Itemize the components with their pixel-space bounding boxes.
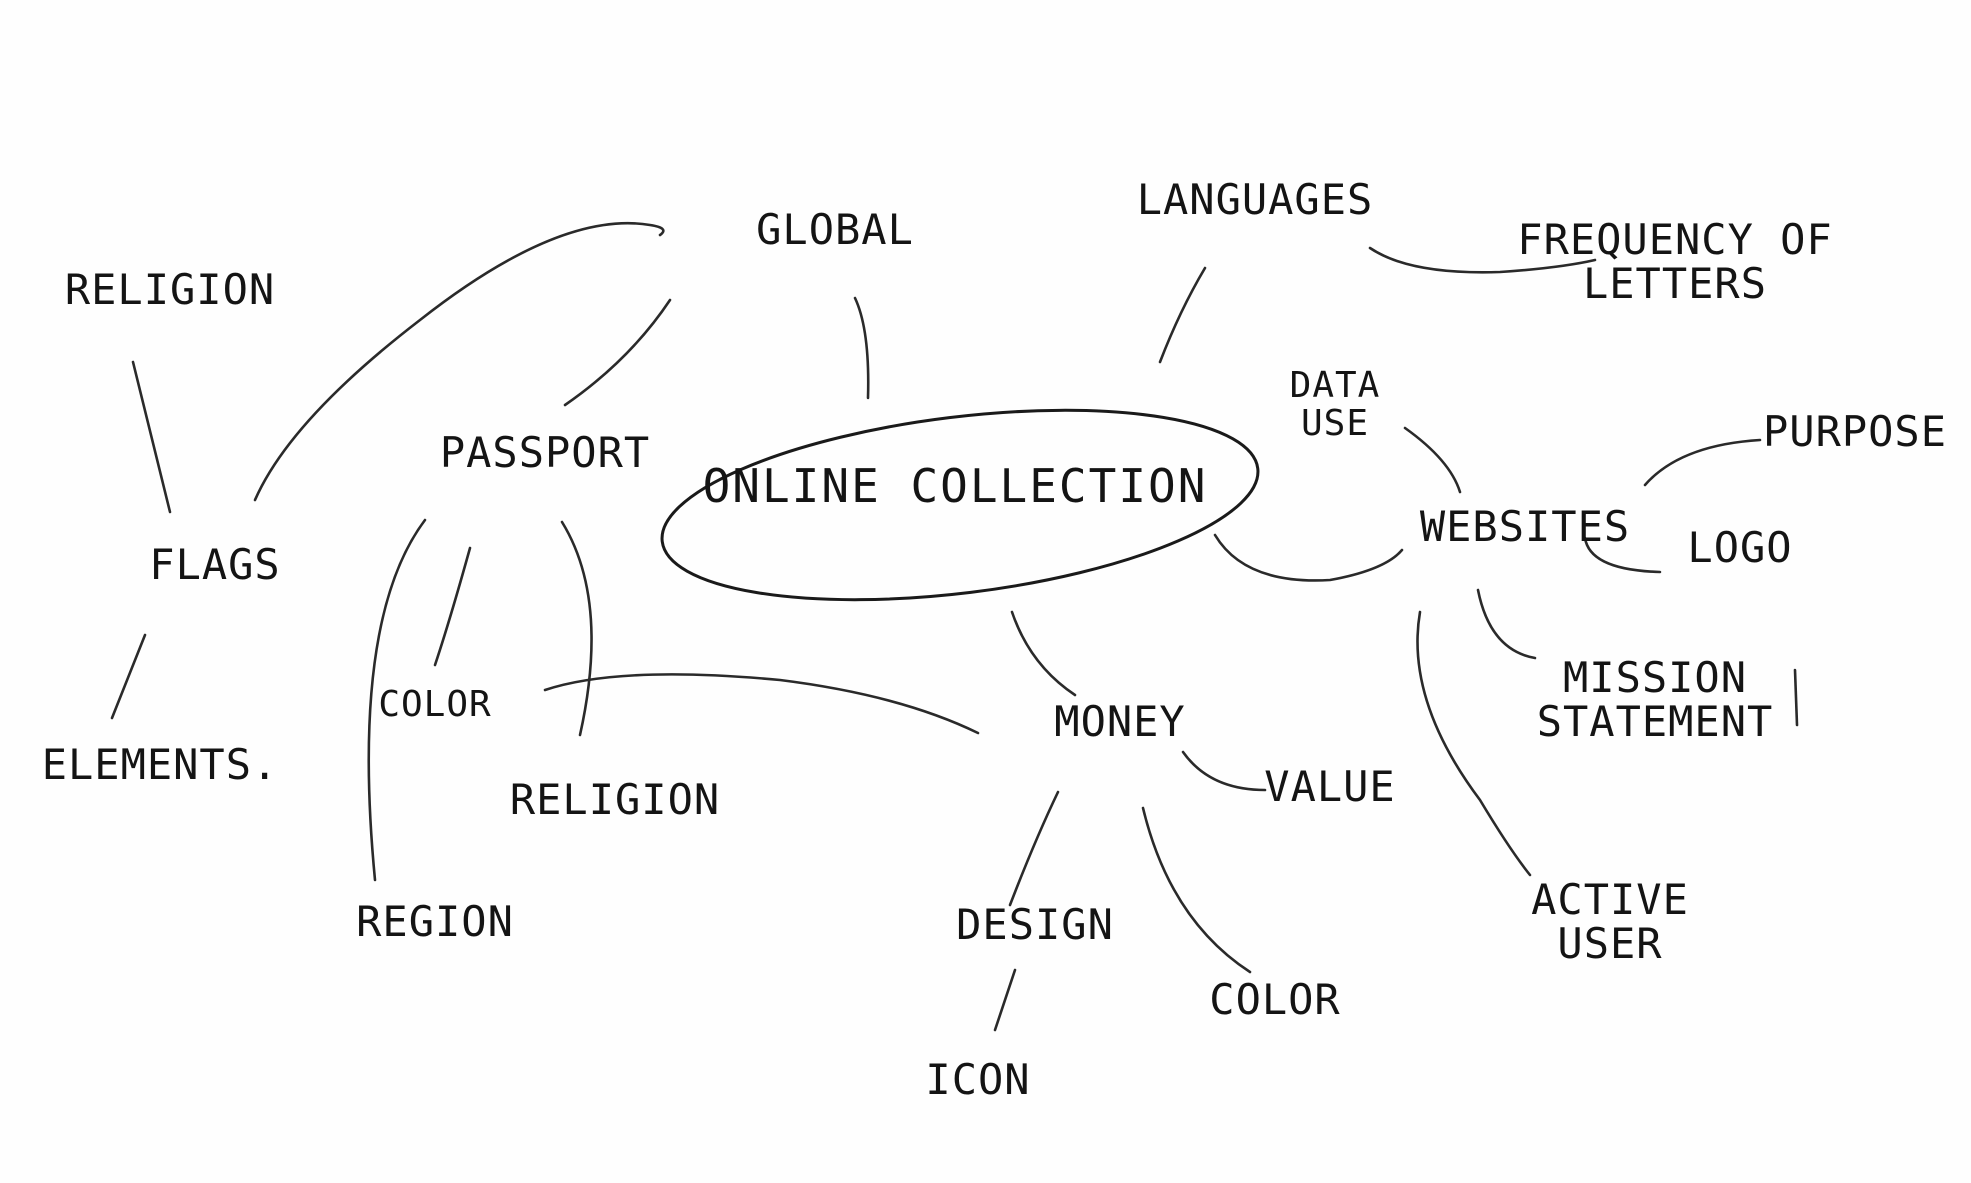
node-color-left: COLOR: [378, 684, 492, 726]
connector-color-money: [543, 673, 980, 735]
active-line-2: USER: [1557, 919, 1663, 968]
connector-center-money: [1010, 610, 1077, 697]
connector-flags-elements: [110, 633, 147, 720]
connector-data-websites: [1403, 426, 1462, 494]
node-languages: LANGUAGES: [1136, 174, 1374, 224]
node-elements: ELEMENTS.: [41, 739, 279, 789]
connector-global-center: [853, 296, 870, 400]
node-money: MONEY: [1054, 696, 1186, 746]
node-global: GLOBAL: [756, 204, 914, 254]
connector-passport-religion: [560, 520, 593, 737]
connector-languages-center: [1158, 266, 1207, 364]
frequency-line-1: FREQUENCY OF: [1517, 214, 1833, 264]
node-value: VALUE: [1264, 761, 1396, 811]
connector-websites-logo: [1583, 536, 1662, 574]
node-data-use: DATA USE: [1290, 367, 1381, 443]
node-design: DESIGN: [956, 899, 1114, 949]
node-flags: FLAGS: [149, 539, 281, 589]
mission-line-1: MISSION: [1562, 652, 1748, 702]
connector-statement-tick: [1793, 668, 1799, 727]
node-mission-statement: MISSION STATEMENT: [1536, 652, 1774, 746]
connector-money-color: [1141, 806, 1252, 974]
node-passport: PASSPORT: [439, 427, 651, 477]
node-websites: WEBSITES: [1419, 501, 1631, 551]
node-religion-top: RELIGION: [64, 264, 276, 314]
node-region: REGION: [356, 896, 514, 946]
node-online-collection: ONLINE COLLECTION: [702, 458, 1208, 513]
node-purpose: PURPOSE: [1762, 406, 1948, 456]
node-icon: ICON: [925, 1054, 1031, 1104]
connector-global-passport: [563, 298, 672, 407]
node-frequency-of-letters: FREQUENCY OF LETTERS: [1517, 214, 1833, 308]
data-line-1: DATA: [1289, 365, 1381, 407]
node-color-bottom: COLOR: [1209, 974, 1341, 1024]
connector-passport-region: [367, 518, 427, 882]
connector-websites-purpose: [1643, 438, 1762, 487]
connector-money-design: [1008, 790, 1060, 907]
connector-websites-active: [1416, 610, 1532, 877]
connector-center-websites: [1213, 533, 1404, 582]
connector-money-value: [1181, 750, 1267, 792]
active-line-1: ACTIVE: [1531, 874, 1689, 924]
connector-design-icon: [993, 968, 1017, 1032]
node-logo: LOGO: [1687, 522, 1793, 572]
connector-languages-frequency: [1368, 246, 1597, 274]
mission-line-2: STATEMENT: [1536, 697, 1774, 746]
connector-religion-flags: [131, 360, 172, 514]
node-active-user: ACTIVE USER: [1531, 874, 1689, 968]
center-ellipse: [660, 408, 1260, 602]
data-line-2: USE: [1300, 403, 1370, 444]
connector-websites-mission: [1476, 588, 1537, 660]
node-religion-mid: RELIGION: [509, 774, 721, 824]
frequency-line-2: LETTERS: [1582, 259, 1767, 308]
connector-flags-global-arc: [253, 221, 665, 502]
connector-passport-color: [433, 546, 472, 667]
